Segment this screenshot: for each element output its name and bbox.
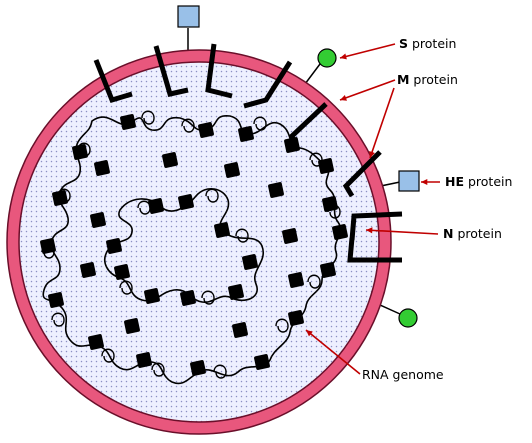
n-protein-bead [120,114,136,130]
rna-loop [141,110,155,125]
label-rna-genome: RNA genome [362,367,444,382]
n-protein-bead [198,122,214,138]
m-protein-bar [289,102,328,151]
n-protein-bead [288,272,304,288]
n-protein-bead [80,262,96,278]
n-protein-bead [94,160,110,176]
n-protein-bead [72,144,88,160]
n-protein-bead [40,238,56,254]
leader-arrowhead [366,227,373,234]
n-protein-bead [332,224,348,240]
n-protein-bead [106,238,122,254]
m-proteins [93,43,403,263]
m-protein-bar [93,59,133,104]
leader-line [305,329,361,375]
label-m-protein: M protein [397,72,458,87]
rna-loop [181,118,195,133]
n-protein-bead [288,310,304,326]
rna-loop [119,280,133,295]
m-protein-bar [205,43,233,99]
n-protein-bead [268,182,284,198]
rna-loop [151,362,165,377]
label-he-protein: HE protein [445,174,512,189]
leader-arrowhead [340,53,347,60]
leader-line [369,87,395,159]
rna-loop [213,364,227,379]
label-s-protein: S protein [399,36,456,51]
leader-arrowhead [369,151,375,158]
n-protein-beads [40,114,348,376]
rna-loop [307,274,321,289]
leader-line [339,79,396,101]
rna-loop [253,116,267,131]
rna-loop [101,348,115,363]
n-protein-bead [48,292,64,308]
n-protein-bead [124,318,140,334]
n-protein-bead [242,254,258,270]
leader-line [339,43,396,59]
n-protein-bead [136,352,152,368]
n-protein-bead [318,158,334,174]
rna-loop [201,290,215,305]
rna-loop [205,188,219,203]
n-protein-bead [320,262,336,278]
leader-line [365,229,439,235]
n-protein-bead [254,354,270,370]
n-protein-bead [180,290,196,306]
n-protein-bead [90,212,106,228]
leader-arrowhead [421,178,428,186]
n-protein-bead [148,198,164,214]
s-protein-icon [317,48,337,68]
n-protein-bead [232,322,248,338]
rna-loop [275,318,289,333]
m-protein-bar [349,211,403,241]
n-protein-bead [228,284,244,300]
n-protein-bead [224,162,240,178]
n-protein-bead [114,264,130,280]
leader-arrowhead [340,94,347,101]
rna-loop [235,228,249,243]
n-protein-bead [238,126,254,142]
he-protein-icon [398,170,420,192]
n-protein-bead [52,190,68,206]
s-protein-icon [398,308,418,328]
m-protein-bar [342,150,382,198]
n-protein-bead [144,288,160,304]
rna-loop [51,312,65,327]
n-protein-bead [190,360,206,376]
leader-arrowhead [306,330,313,337]
n-protein-bead [282,228,298,244]
n-protein-bead [88,334,104,350]
n-protein-bead [178,194,194,210]
label-n-protein: N protein [443,226,502,241]
n-protein-bead [162,152,178,168]
n-protein-bead [322,196,338,212]
leader-lines [305,43,440,375]
m-protein-bar [347,237,402,263]
m-protein-bar [153,45,189,97]
m-protein-bar [243,60,293,109]
n-protein-bead [214,222,230,238]
he-protein-icon [177,5,200,28]
